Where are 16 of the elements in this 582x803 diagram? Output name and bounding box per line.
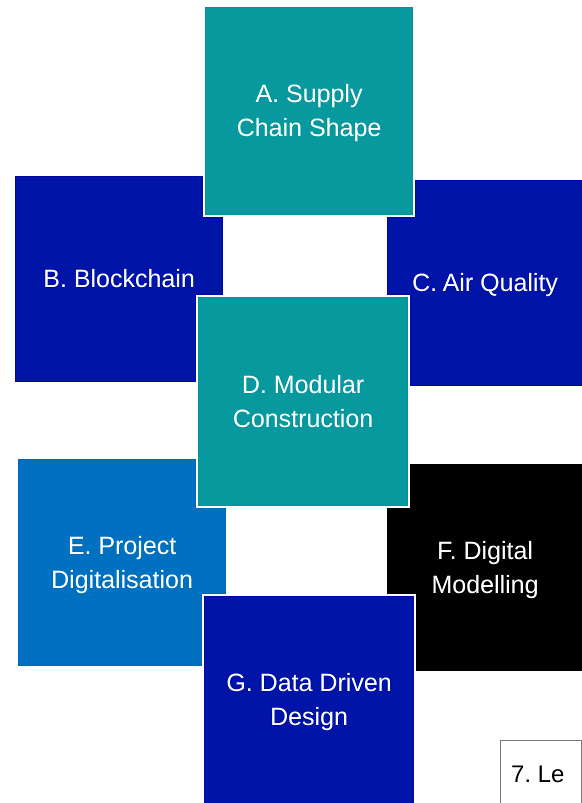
topic-square — [16, 457, 228, 668]
topic-label: B. Blockchain — [43, 264, 195, 295]
topic-square — [203, 5, 415, 217]
topic-square — [202, 594, 416, 803]
topic-label: G. Data Driven Design — [225, 668, 393, 733]
note-box — [500, 740, 582, 803]
topic-label: C. Air Quality — [412, 268, 558, 299]
topic-label: A. Supply Chain Shape — [236, 79, 382, 144]
note-text: 7. Le — [511, 761, 564, 789]
topic-label: D. Modular Construction — [232, 370, 374, 434]
topic-square — [385, 462, 582, 673]
topic-label: E. Project Digitalisation — [50, 530, 194, 596]
topic-square — [385, 178, 582, 388]
topic-square — [13, 174, 225, 384]
topic-square — [196, 295, 410, 508]
topic-label: F. Digital Modelling — [430, 536, 540, 600]
